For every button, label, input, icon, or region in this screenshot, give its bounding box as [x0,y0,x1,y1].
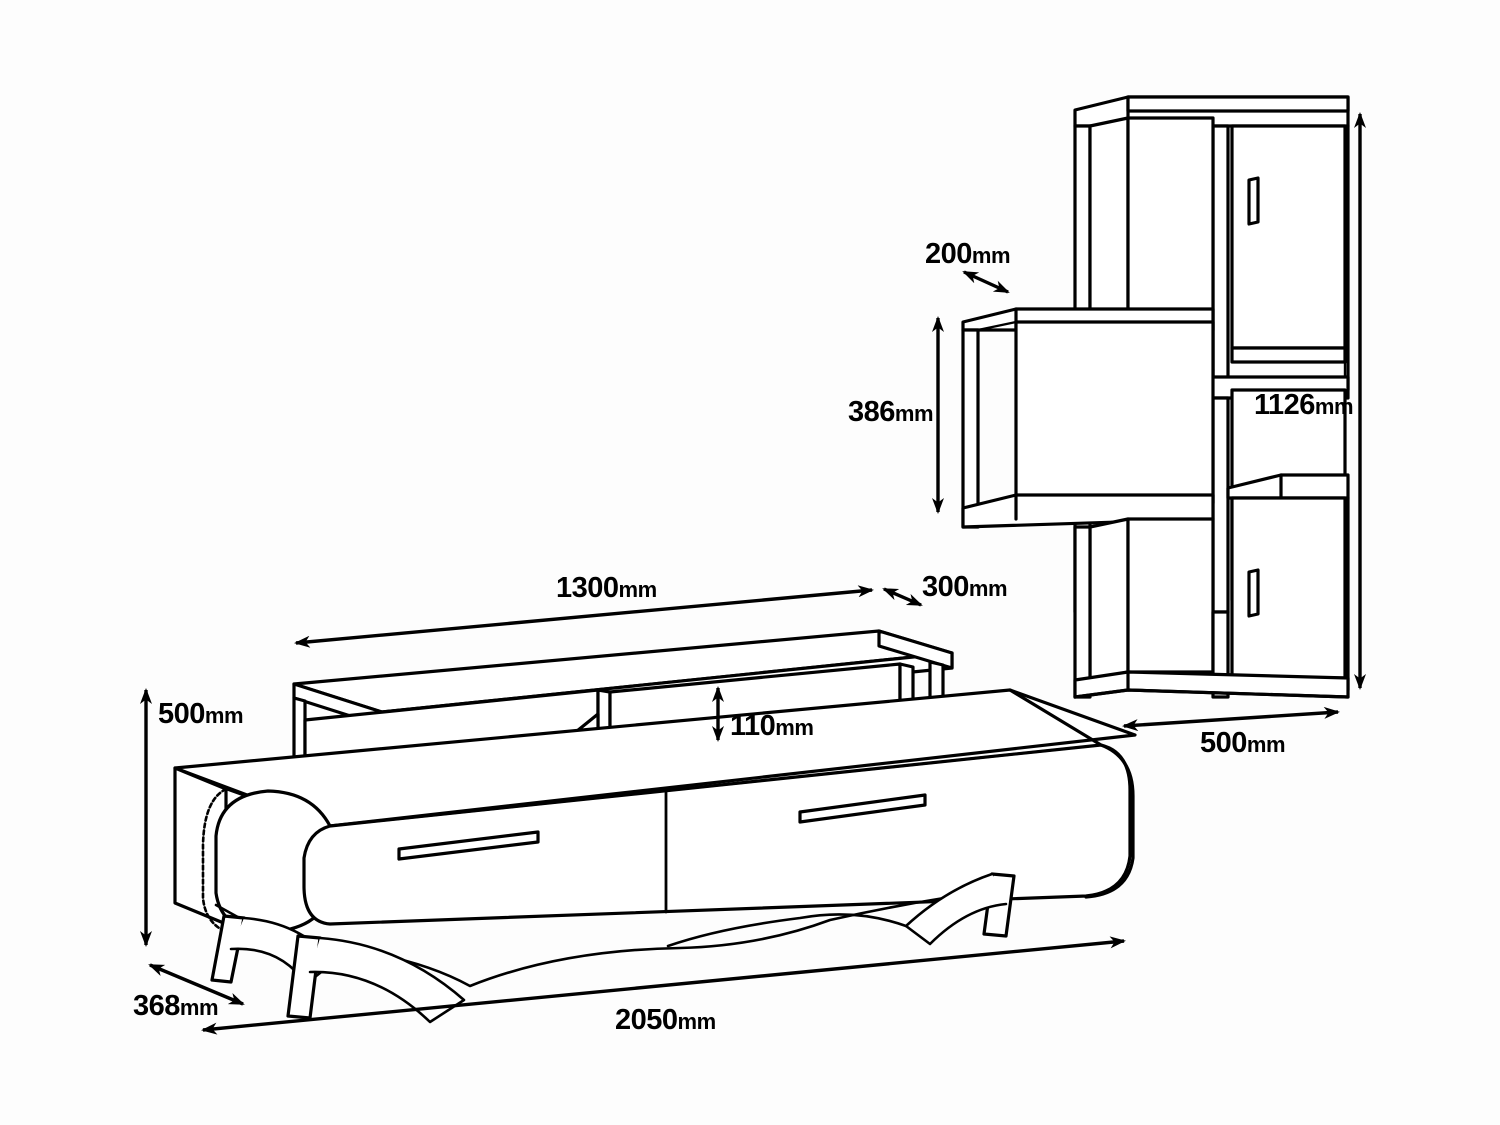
dim-arrow-shelf-panel-depth [962,270,1010,294]
dim-arrow-tv-width [201,936,1126,1035]
shelf-mid-centre-divider [1211,396,1230,614]
dimension-arrows-group [140,112,1366,1035]
shelf-bottom-left-interior [1088,517,1130,682]
open-box-interior [1014,320,1215,505]
tv-leg-front-right-inner [1004,874,1016,938]
shelf-bottom-left-side [1073,525,1092,699]
shelf-upper-right-inner [1230,346,1347,364]
riser-right-end [877,629,954,670]
tv-leg-back-left-fillet [308,936,466,1024]
open-box-interior-left [976,320,1018,332]
tv-right-rounded-cap [1008,688,1135,899]
shelf-cabinet-group [961,95,1350,699]
door-handle-bottom-right-icon[interactable] [1247,568,1260,618]
dim-label-shelf-open-height: 386mm [848,396,934,428]
shelf-open-side-box [961,307,1215,529]
shelf-door-top-right[interactable] [1230,124,1347,350]
shelf-bottom-right-top-slab [1226,473,1350,500]
shelf-base-plinth-bottom [1073,688,1350,699]
dim-label-shelf-panel-depth: 200mm [925,238,1011,270]
dim-arrow-tv-top-width [294,585,874,648]
dim-arrow-tv-top-depth [882,587,923,607]
shelf-upper-centre-divider [1211,124,1230,392]
shelf-bottom-tier [1073,473,1350,699]
dim-label-tv-top-width: 1300mm [556,572,657,604]
dim-label-shelf-base-width: 500mm [1200,727,1286,759]
dim-label-tv-top-depth: 300mm [922,571,1008,603]
riser-underside-right-line [608,662,902,694]
shelf-bottom-cell-back [1126,517,1215,674]
dim-label-riser-height: 110mm [730,710,814,742]
dim-label-tv-width: 2050mm [615,1004,716,1036]
dim-label-tv-depth: 368mm [133,990,219,1022]
tv-stand-group [173,629,1137,1024]
door-handle-top-right-icon[interactable] [1247,176,1260,226]
tv-left-rounded-cap [214,789,332,934]
open-box-left-side [961,328,980,529]
dim-label-tv-height: 500mm [158,698,244,730]
riser-underside-left-line [303,688,600,722]
tv-top-front-seam [328,743,1103,828]
shelf-top-board-back [1126,95,1350,113]
tv-leg-back-right-fillet [666,913,908,948]
dim-arrow-shelf-base-width [1122,706,1340,732]
dim-label-shelf-height: 1126mm [1254,389,1354,421]
